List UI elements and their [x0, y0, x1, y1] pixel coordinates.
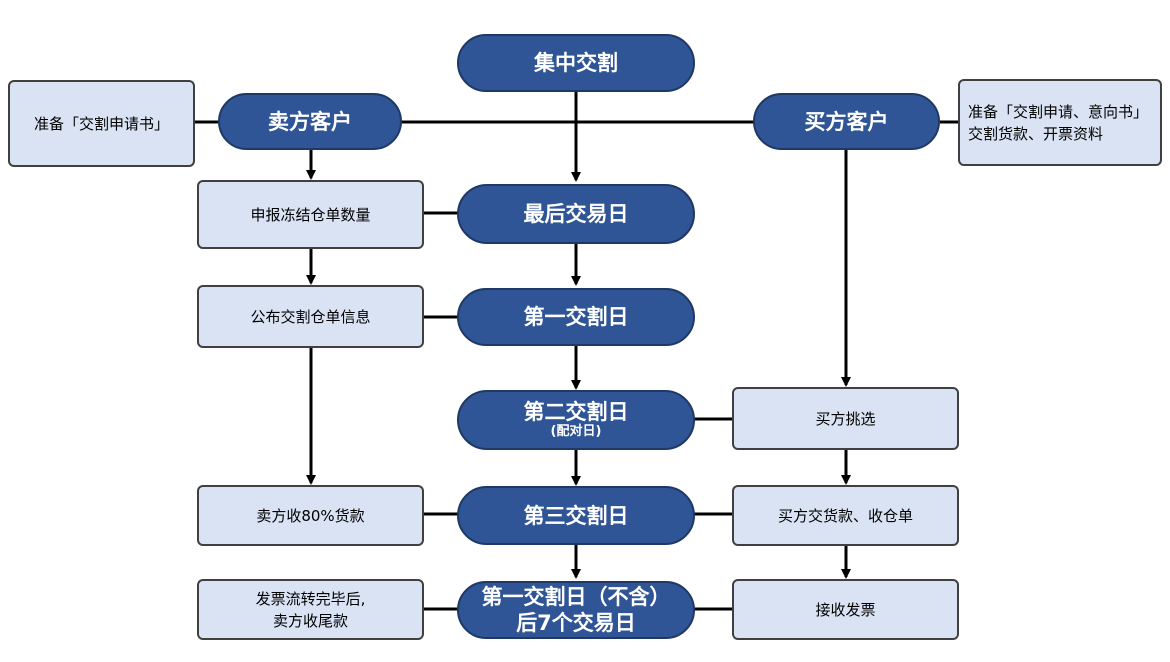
buyer-prepare-box: 准备「交割申请、意向书」 交割货款、开票资料: [958, 79, 1162, 166]
third-delivery-day-node: 第三交割日: [457, 486, 695, 545]
second-delivery-day-label: 第二交割日: [523, 400, 629, 424]
seller-receive-80-label: 卖方收80%货款: [256, 506, 365, 525]
buyer-select-label: 买方挑选: [815, 409, 876, 428]
buyer-prepare-line2: 交割货款、开票资料: [968, 124, 1104, 143]
buyer-client-node: 买方客户: [753, 93, 940, 150]
seller-prepare-label: 准备「交割申请书」: [33, 114, 169, 133]
last-trading-day-node: 最后交易日: [457, 184, 695, 244]
first-delivery-day-node: 第一交割日: [457, 288, 695, 346]
centralized-delivery-label: 集中交割: [534, 51, 618, 75]
final-days-line1: 第一交割日（不含）: [481, 585, 671, 609]
seller-final-line2: 卖方收尾款: [272, 611, 348, 630]
last-trading-day-label: 最后交易日: [523, 202, 629, 226]
second-delivery-day-node: 第二交割日 (配对日): [457, 390, 695, 450]
seller-declare-label: 申报冻结仓单数量: [250, 205, 371, 224]
seller-client-node: 卖方客户: [218, 93, 402, 150]
seller-client-label: 卖方客户: [268, 109, 352, 134]
seller-publish-label: 公布交割仓单信息: [250, 307, 371, 326]
buyer-invoice-box: 接收发票: [732, 579, 959, 640]
seller-publish-box: 公布交割仓单信息: [197, 285, 424, 348]
third-delivery-day-label: 第三交割日: [523, 503, 629, 528]
first-delivery-day-label: 第一交割日: [523, 305, 629, 329]
seller-final-box: 发票流转完毕后, 卖方收尾款: [197, 579, 424, 640]
buyer-invoice-label: 接收发票: [815, 600, 876, 619]
seller-final-line1: 发票流转完毕后,: [255, 589, 366, 608]
final-days-line2: 后7个交易日: [516, 611, 636, 635]
final-days-node: 第一交割日（不含） 后7个交易日: [457, 581, 695, 639]
second-delivery-day-note: (配对日): [550, 424, 602, 439]
centralized-delivery-node: 集中交割: [457, 34, 695, 92]
seller-prepare-box: 准备「交割申请书」: [8, 80, 195, 167]
seller-receive-80-box: 卖方收80%货款: [197, 485, 424, 546]
buyer-pay-label: 买方交货款、收仓单: [777, 506, 913, 525]
buyer-select-box: 买方挑选: [732, 387, 959, 450]
buyer-pay-box: 买方交货款、收仓单: [732, 485, 959, 546]
buyer-prepare-line1: 准备「交割申请、意向书」: [968, 102, 1149, 121]
seller-declare-box: 申报冻结仓单数量: [197, 180, 424, 249]
buyer-client-label: 买方客户: [804, 109, 889, 134]
